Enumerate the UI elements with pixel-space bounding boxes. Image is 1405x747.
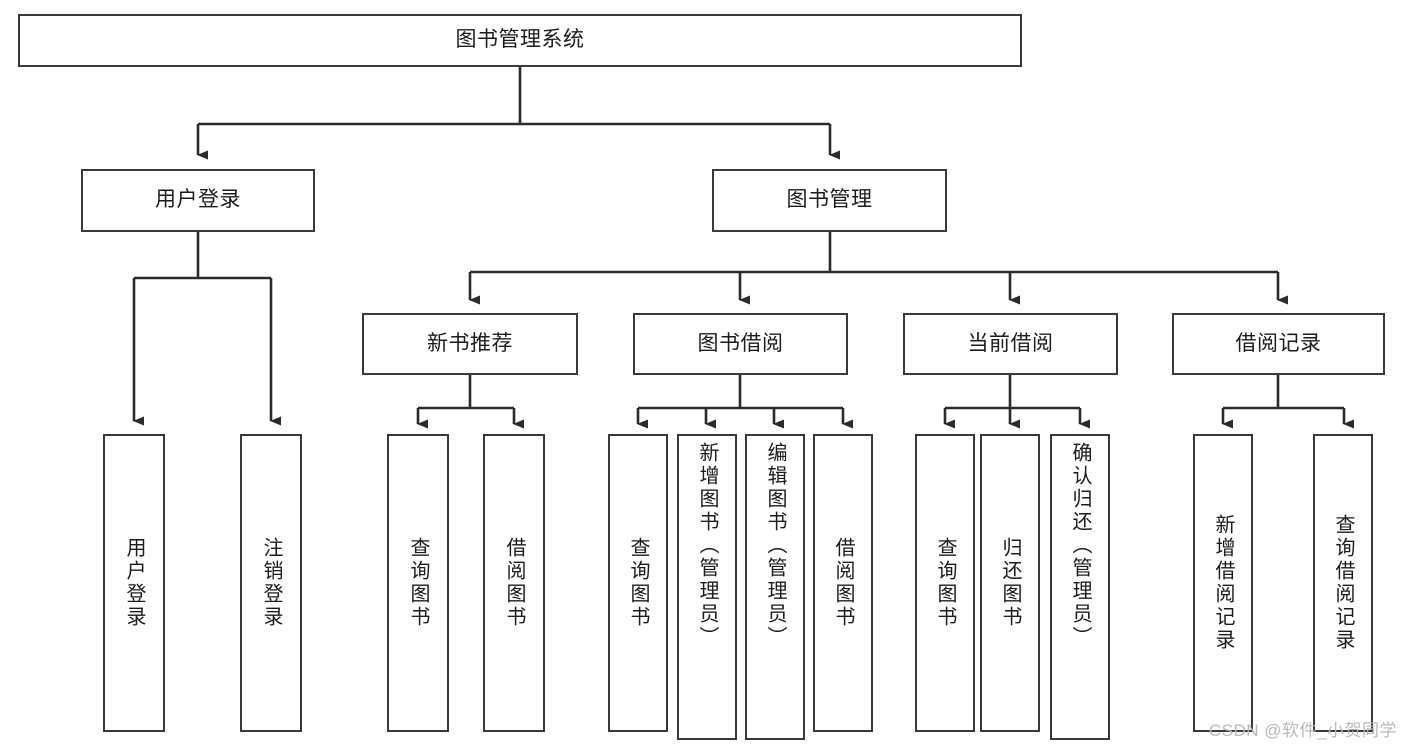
node-leaf-newbook-query-books[interactable]: 查询图书 bbox=[387, 434, 449, 732]
node-root-system[interactable]: 图书管理系统 bbox=[18, 14, 1022, 67]
node-leaf-add-book-admin-label: 新增图书（管理员） bbox=[696, 442, 718, 649]
node-book-borrowing-label: 图书借阅 bbox=[697, 331, 784, 355]
node-leaf-logout[interactable]: 注销登录 bbox=[240, 434, 302, 732]
node-leaf-logout-label: 注销登录 bbox=[260, 537, 282, 629]
node-root-system-label: 图书管理系统 bbox=[455, 28, 585, 52]
node-leaf-user-login-label: 用户登录 bbox=[123, 537, 145, 629]
node-leaf-newbook-borrow-books-label: 借阅图书 bbox=[503, 537, 525, 629]
node-leaf-newbook-borrow-books[interactable]: 借阅图书 bbox=[483, 434, 545, 732]
node-new-book-recommendation-label: 新书推荐 bbox=[427, 331, 513, 355]
node-borrowing-record[interactable]: 借阅记录 bbox=[1172, 313, 1385, 375]
node-leaf-confirm-return-admin-label: 确认归还（管理员） bbox=[1069, 442, 1091, 649]
node-leaf-confirm-return-admin[interactable]: 确认归还（管理员） bbox=[1050, 434, 1110, 740]
node-current-borrowing[interactable]: 当前借阅 bbox=[903, 313, 1118, 375]
node-leaf-query-borrow-record-label: 查询借阅记录 bbox=[1332, 514, 1354, 652]
node-leaf-user-login[interactable]: 用户登录 bbox=[103, 434, 165, 732]
node-user-login[interactable]: 用户登录 bbox=[81, 169, 315, 232]
node-leaf-return-books-label: 归还图书 bbox=[999, 537, 1021, 629]
node-book-management-label: 图书管理 bbox=[786, 188, 873, 212]
node-leaf-add-book-admin[interactable]: 新增图书（管理员） bbox=[677, 434, 737, 740]
node-leaf-add-borrow-record[interactable]: 新增借阅记录 bbox=[1193, 434, 1253, 732]
watermark-text: CSDN @软件_小贺同学 bbox=[1208, 721, 1397, 740]
node-leaf-current-query-books[interactable]: 查询图书 bbox=[915, 434, 975, 732]
node-leaf-borrow-borrow-books[interactable]: 借阅图书 bbox=[813, 434, 873, 732]
node-leaf-newbook-query-books-label: 查询图书 bbox=[407, 537, 429, 629]
node-new-book-recommendation[interactable]: 新书推荐 bbox=[362, 313, 578, 375]
node-book-management[interactable]: 图书管理 bbox=[712, 169, 947, 232]
node-borrowing-record-label: 借阅记录 bbox=[1235, 331, 1322, 355]
node-book-borrowing[interactable]: 图书借阅 bbox=[633, 313, 848, 375]
node-user-login-label: 用户登录 bbox=[155, 188, 241, 212]
node-leaf-query-borrow-record[interactable]: 查询借阅记录 bbox=[1313, 434, 1373, 732]
node-leaf-borrow-query-books[interactable]: 查询图书 bbox=[608, 434, 668, 732]
node-leaf-return-books[interactable]: 归还图书 bbox=[980, 434, 1040, 732]
node-leaf-borrow-query-books-label: 查询图书 bbox=[627, 537, 649, 629]
node-leaf-add-borrow-record-label: 新增借阅记录 bbox=[1212, 514, 1234, 652]
node-leaf-current-query-books-label: 查询图书 bbox=[934, 537, 956, 629]
node-leaf-borrow-borrow-books-label: 借阅图书 bbox=[832, 537, 854, 629]
node-leaf-edit-book-admin-label: 编辑图书（管理员） bbox=[764, 442, 786, 649]
node-current-borrowing-label: 当前借阅 bbox=[967, 331, 1054, 355]
node-leaf-edit-book-admin[interactable]: 编辑图书（管理员） bbox=[745, 434, 805, 740]
